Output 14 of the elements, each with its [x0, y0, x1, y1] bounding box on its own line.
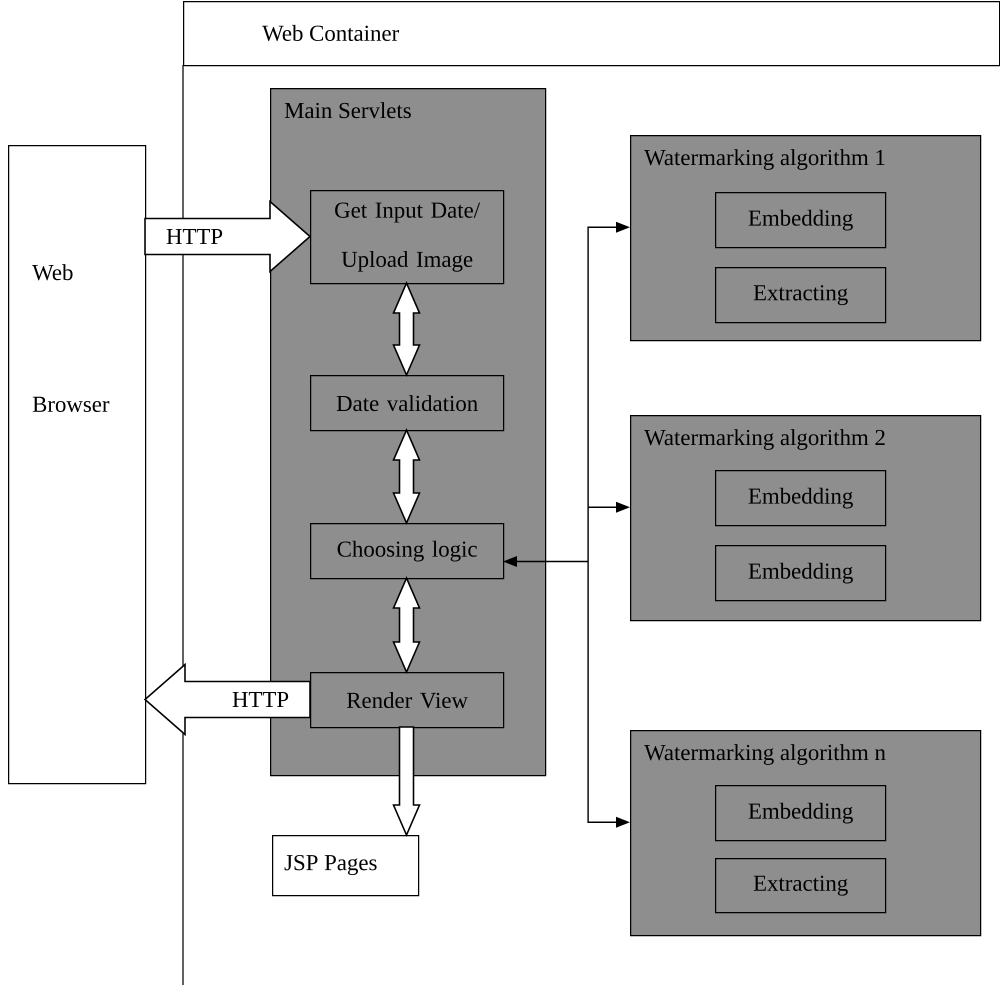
process-box: Get Input Date/ Upload Image: [310, 190, 504, 284]
process-box: Embedding: [715, 545, 886, 602]
browser-box: Web Browser: [8, 145, 146, 784]
process-box: Embedding: [715, 192, 886, 248]
process-box: Date validation: [310, 375, 504, 432]
process-box: Choosing logic: [310, 523, 504, 580]
process-box: Embedding: [715, 785, 886, 842]
process-box: Render View: [310, 672, 504, 728]
block-arrow: [392, 726, 421, 837]
arrow: [503, 222, 630, 828]
process-box: Embedding: [715, 470, 886, 526]
process-box: Extracting: [715, 267, 886, 324]
page-box: JSP Pages: [272, 835, 420, 896]
process-box: Extracting: [715, 858, 886, 914]
